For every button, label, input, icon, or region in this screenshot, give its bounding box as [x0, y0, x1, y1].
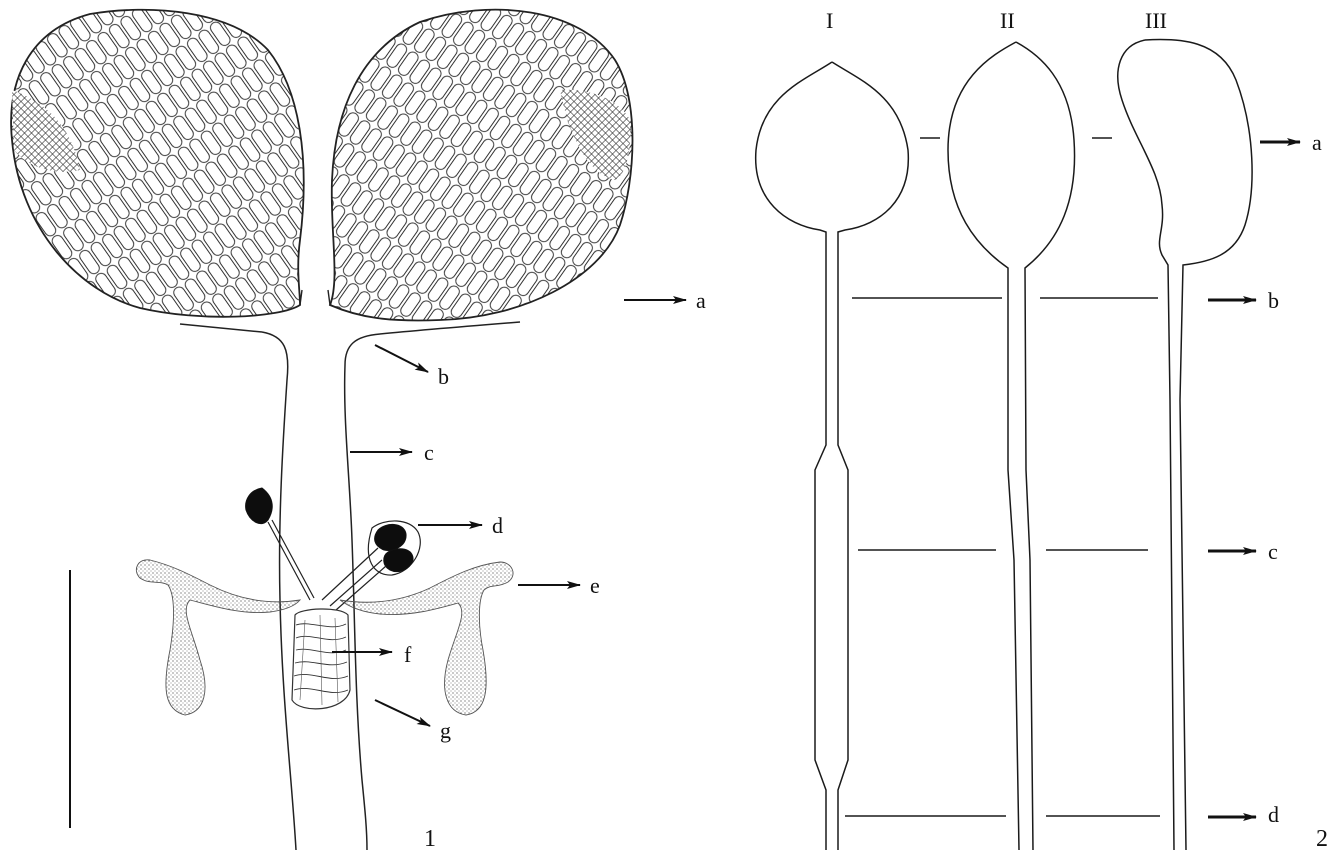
label-e: e — [590, 573, 600, 598]
label-f: f — [404, 642, 412, 667]
figure-number-1: 1 — [424, 826, 436, 852]
label-b-panel2: b — [1268, 288, 1279, 313]
label-c: c — [424, 440, 434, 465]
coiled-organ — [292, 609, 350, 709]
panel-2 — [756, 39, 1252, 850]
header-I: I — [826, 8, 833, 33]
specimen-III — [1118, 39, 1252, 850]
header-II: II — [1000, 8, 1015, 33]
left-accessory-gland — [136, 560, 300, 715]
right-accessory-gland — [340, 562, 513, 715]
figure-number-2: 2 — [1316, 826, 1328, 852]
arrow-icon — [375, 345, 428, 372]
label-a-panel2: a — [1312, 130, 1322, 155]
body-outline-right — [345, 334, 380, 850]
body-outline-left — [262, 332, 296, 850]
header-III: III — [1145, 8, 1167, 33]
panel-1 — [11, 10, 686, 850]
left-lobe — [11, 10, 304, 317]
right-lobe — [330, 10, 633, 321]
arrow-icon — [375, 700, 430, 726]
label-d-panel2: d — [1268, 802, 1279, 827]
label-b: b — [438, 364, 449, 389]
specimen-II — [948, 42, 1075, 850]
label-d: d — [492, 513, 503, 538]
label-a: a — [696, 288, 706, 313]
label-c-panel2: c — [1268, 539, 1278, 564]
label-g: g — [440, 718, 451, 743]
specimen-I — [756, 62, 909, 850]
